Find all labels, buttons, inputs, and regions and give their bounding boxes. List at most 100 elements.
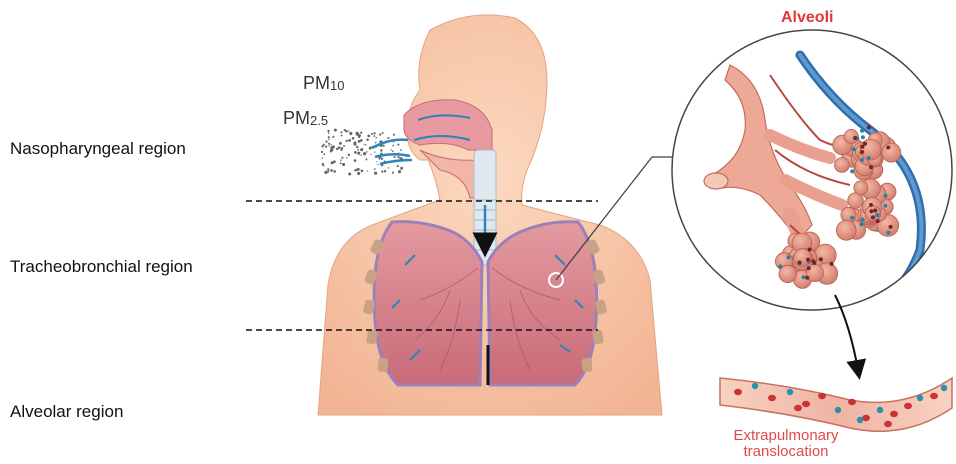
particle <box>390 149 391 150</box>
deposited-particle <box>819 257 823 261</box>
particle <box>366 138 369 141</box>
particle-cloud <box>321 129 403 176</box>
deposited-particle <box>805 276 809 280</box>
particle <box>348 131 349 132</box>
deposited-particle <box>860 158 864 162</box>
particle <box>393 134 395 136</box>
particle <box>357 152 360 155</box>
particle <box>371 133 373 135</box>
particle <box>358 168 359 169</box>
particle <box>346 140 348 142</box>
red-blood-cell <box>930 393 938 399</box>
deposited-particle <box>869 209 873 213</box>
deposited-particle <box>869 203 873 207</box>
particle <box>354 151 357 154</box>
particle-in-blood <box>877 407 883 413</box>
particle-in-blood <box>752 383 758 389</box>
particle <box>328 143 330 145</box>
red-blood-cell <box>734 389 742 395</box>
red-blood-cell <box>848 399 856 405</box>
particle-in-blood <box>941 385 947 391</box>
particle <box>328 145 329 146</box>
particle <box>333 136 335 138</box>
deposited-particle <box>806 258 810 262</box>
particle <box>328 136 330 138</box>
red-blood-cell <box>890 411 898 417</box>
particle <box>334 129 337 132</box>
alveolar-sac <box>841 207 856 222</box>
particle <box>348 139 351 142</box>
deposited-particle <box>884 194 888 198</box>
deposited-particle <box>876 213 880 217</box>
deposited-particle <box>801 275 805 279</box>
particle <box>330 144 331 145</box>
particle <box>381 171 383 173</box>
red-blood-cell <box>802 401 810 407</box>
deposited-particle <box>869 165 873 169</box>
deposited-particle <box>860 145 864 149</box>
particle <box>346 157 347 158</box>
particle <box>327 168 330 171</box>
deposited-particle <box>883 204 887 208</box>
particle <box>370 154 371 155</box>
particle <box>321 151 323 153</box>
deposited-particle <box>886 146 890 150</box>
particle <box>360 154 361 155</box>
deposited-particle <box>860 129 864 133</box>
alveolar-sac <box>835 158 850 173</box>
deposited-particle <box>860 150 864 154</box>
particle <box>323 153 325 155</box>
alveoli-magnified-view <box>672 30 952 310</box>
deposited-particle <box>852 147 856 151</box>
particle <box>352 137 355 140</box>
deposited-particle <box>871 215 875 219</box>
particle <box>373 132 375 134</box>
particle <box>341 147 343 149</box>
particle <box>361 149 363 151</box>
particle <box>392 150 394 152</box>
alveolar-sac <box>854 181 868 195</box>
deposited-particle <box>853 136 857 140</box>
particle <box>340 159 342 161</box>
particle <box>361 169 364 172</box>
red-blood-cell <box>862 415 870 421</box>
red-blood-cell <box>818 393 826 399</box>
particle <box>321 145 323 147</box>
particle <box>387 137 389 139</box>
particle <box>363 152 366 155</box>
particle <box>374 168 376 170</box>
particle <box>354 143 357 146</box>
nasopharyngeal-region-label: Nasopharyngeal region <box>10 139 186 159</box>
pm25-base: PM <box>283 108 310 128</box>
deposited-particle <box>889 225 893 229</box>
particle <box>322 157 323 158</box>
particle <box>384 170 386 172</box>
particle <box>357 172 360 175</box>
particle <box>394 156 396 158</box>
particle <box>400 149 402 151</box>
particle <box>342 163 345 166</box>
pm10-sub: 10 <box>330 78 344 93</box>
particle <box>344 129 346 131</box>
deposited-particle <box>778 265 782 269</box>
particle <box>392 172 394 174</box>
deposited-particle <box>798 261 802 265</box>
particle <box>380 149 382 151</box>
red-blood-cell <box>904 403 912 409</box>
particle <box>379 158 381 160</box>
particle <box>374 172 377 175</box>
particle <box>376 161 377 162</box>
particle <box>374 151 375 152</box>
particle <box>349 132 352 135</box>
particle-in-blood <box>787 389 793 395</box>
particle <box>332 145 335 148</box>
particle <box>356 132 359 135</box>
particle <box>354 169 356 171</box>
particle <box>340 162 342 164</box>
particle <box>375 142 377 144</box>
particle <box>339 147 340 148</box>
alveolar-region-label: Alveolar region <box>10 402 123 422</box>
deposited-particle <box>850 169 854 173</box>
particle <box>357 149 359 151</box>
